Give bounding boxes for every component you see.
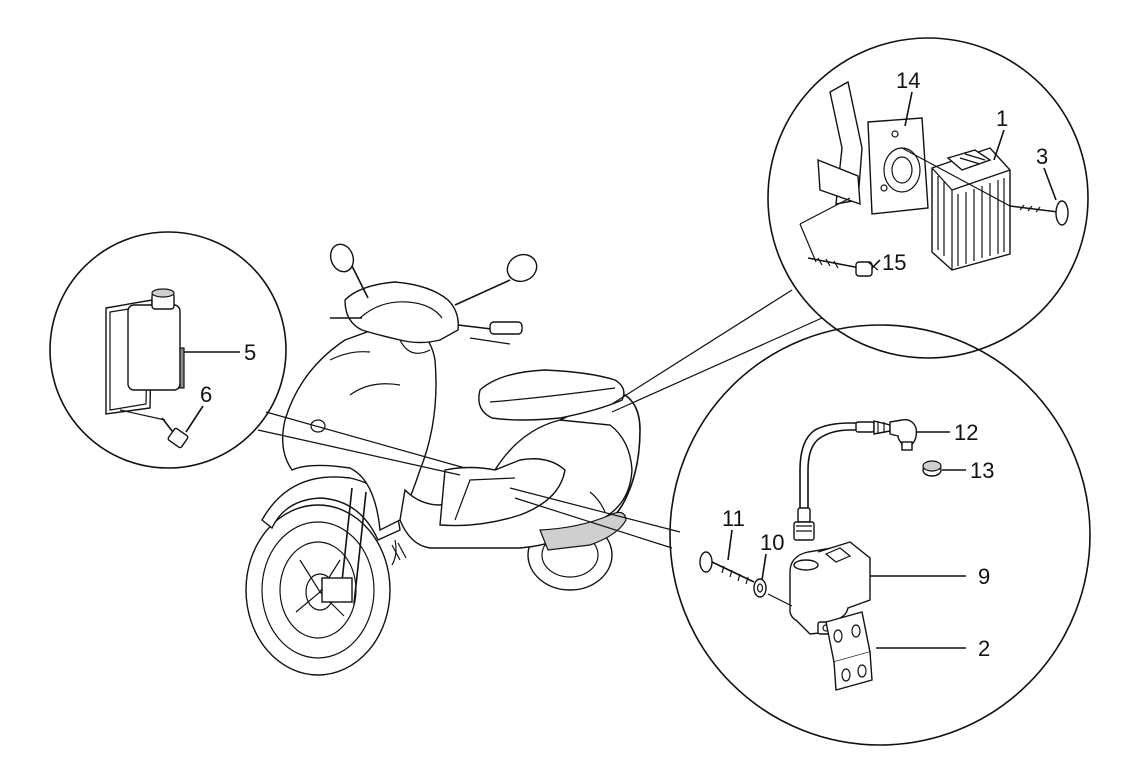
- pointer-line-top-a: [611, 289, 793, 405]
- leader-1: [993, 129, 1005, 161]
- mirror-right: [454, 253, 538, 306]
- callout-15: 15: [882, 250, 906, 275]
- callout-12: 12: [954, 420, 978, 445]
- callout-6: 6: [200, 382, 212, 407]
- pointer-line-top-b: [611, 317, 823, 413]
- bolt-part-6: [161, 417, 189, 449]
- detail-circle-bottom-right: 12 13 9 2 11 10: [509, 324, 1091, 746]
- right-grip: [489, 321, 523, 335]
- leader-6: [185, 405, 204, 433]
- detail-circle-left: 5 6: [49, 231, 466, 476]
- ht-lead: [807, 429, 858, 508]
- callout-11: 11: [722, 506, 745, 531]
- leader-3: [1043, 167, 1057, 201]
- brake-caliper: [321, 577, 353, 603]
- frame-bracket: [799, 80, 863, 225]
- washer-part-10: [753, 578, 793, 607]
- spark-plug-cap-part-12: [855, 418, 918, 451]
- callout-14: 14: [896, 68, 920, 93]
- pointer-line-left-b: [257, 429, 461, 476]
- detail-circle-bottom-right-outline: [669, 324, 1091, 746]
- front-body: [282, 319, 437, 532]
- front-wheel: [245, 504, 391, 676]
- cdi-unit-part-5: [105, 288, 185, 421]
- bracket-part-2: [825, 611, 873, 691]
- bolt-part-11: [699, 551, 755, 585]
- callout-2: 2: [978, 636, 990, 661]
- leader-10: [761, 553, 767, 581]
- side-panel: [439, 458, 566, 527]
- scooter-illustration: [245, 243, 641, 676]
- pointer-line-bottom-a: [509, 487, 681, 533]
- leader-11: [727, 529, 733, 561]
- regulator-part-1: [931, 147, 1011, 271]
- callout-1: 1: [996, 106, 1008, 131]
- detail-circle-top-right-outline: [767, 37, 1089, 359]
- leader-14: [904, 91, 913, 127]
- callout-13: 13: [970, 458, 994, 483]
- callout-10: 10: [760, 530, 784, 555]
- bolt-part-15: [799, 223, 879, 277]
- callout-9: 9: [978, 564, 990, 589]
- leader-15: [871, 259, 881, 269]
- indicator-light: [310, 419, 326, 433]
- pointer-line-bottom-b: [514, 497, 673, 549]
- exhaust: [539, 511, 627, 551]
- callout-3: 3: [1036, 144, 1048, 169]
- mirror-left: [329, 243, 369, 299]
- headset: [344, 281, 459, 344]
- mounting-plate-part-14: [867, 117, 929, 215]
- callout-5: 5: [244, 340, 256, 365]
- seat: [478, 369, 625, 421]
- cap-nut-part-13: [922, 460, 942, 477]
- detail-circle-top-right: 14 1 3 15: [611, 37, 1089, 413]
- pointer-line-left-a: [265, 411, 466, 469]
- screw-part-3: [901, 147, 1069, 226]
- detail-circle-left-outline: [49, 231, 287, 469]
